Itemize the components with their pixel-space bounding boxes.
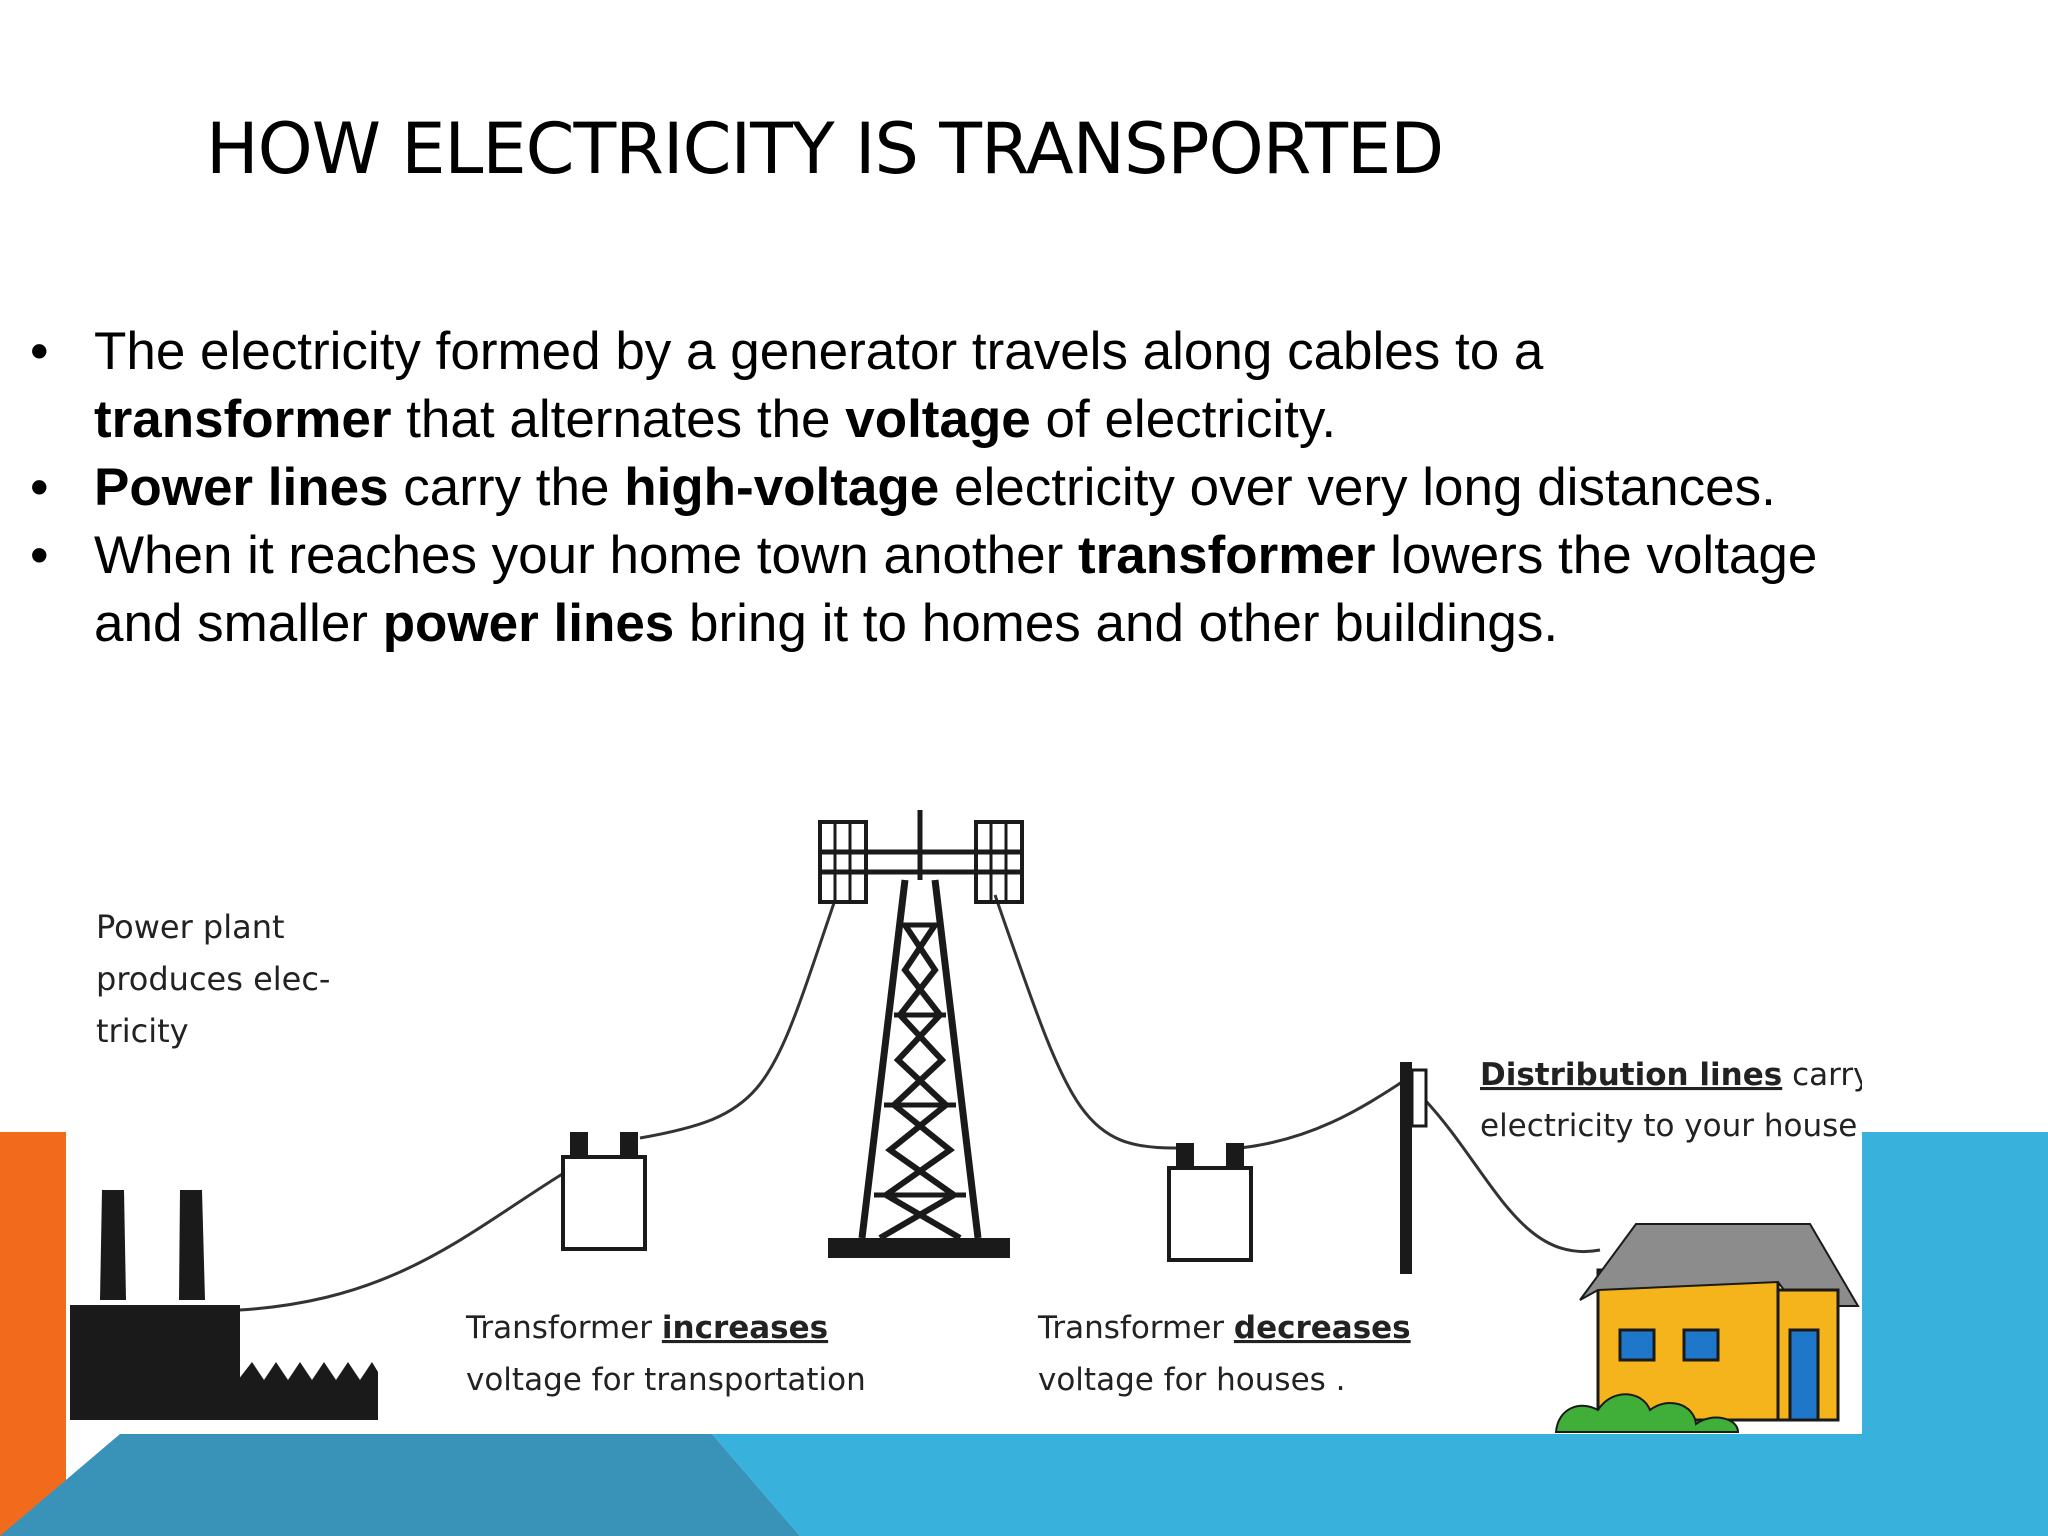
bullet-item: • Power lines carry the high-voltage elec… [30, 454, 1850, 522]
bullet-keyword: Power lines [94, 458, 389, 517]
bullet-text: The electricity formed by a generator tr… [94, 322, 1544, 381]
window [1682, 1328, 1720, 1362]
step-down-transformer-icon [1167, 1143, 1253, 1262]
bullet-marker: • [30, 322, 49, 381]
dark-blue-floor-band [0, 1434, 800, 1536]
step-down-label-emphasis: decreases [1234, 1310, 1411, 1346]
bullet-text: lowers the voltage and smaller [94, 526, 1818, 653]
distribution-label-suffix: carry [1782, 1057, 1862, 1093]
step-down-label-prefix: Transformer [1037, 1310, 1234, 1346]
power-plant-label-line-3: tricity [96, 1012, 189, 1050]
blue-floor-band [712, 1434, 1862, 1536]
bullet-keyword: transformer [94, 390, 392, 449]
step-up-label-emphasis: increases [662, 1310, 828, 1346]
bullet-item: •When it reaches your home town another … [30, 522, 1850, 658]
bullet-keyword: transformer [1077, 526, 1376, 585]
distribution-label-line-1: Distribution lines carry [1480, 1057, 1862, 1093]
step-up-transformer-icon [561, 1132, 647, 1251]
house-icon [1554, 1223, 1860, 1433]
bullet-keyword: voltage [845, 390, 1031, 449]
step-up-label-line-2: voltage for transportation [466, 1362, 866, 1398]
electricity-transport-diagram: Power plant produces elec- tricity Trans… [66, 800, 1862, 1434]
door [1788, 1328, 1820, 1422]
bullet-text: When it reaches your home town another [94, 526, 1078, 585]
bullet-text: of electricity. [1030, 390, 1337, 449]
power-plant-label-line-2: produces elec- [96, 960, 330, 998]
orange-accent-band [0, 1132, 66, 1536]
transmission-tower-icon [818, 810, 1024, 1258]
bullet-list: • The electricity formed by a generator t… [30, 318, 1850, 658]
step-up-label-line-1: Transformer increases [465, 1310, 828, 1346]
bush-icon [1554, 1393, 1740, 1433]
power-plant-icon [70, 1190, 378, 1420]
bullet-text: electricity over very long distances. [939, 458, 1776, 517]
bullet-item: • The electricity formed by a generator t… [30, 318, 1850, 454]
distribution-label-line-2: electricity to your house [1480, 1108, 1857, 1144]
slide-title: HOW ELECTRICITY IS TRANSPORTED [206, 108, 1444, 190]
step-up-label-prefix: Transformer [465, 1310, 662, 1346]
step-down-label-line-1: Transformer decreases [1037, 1310, 1411, 1346]
bullet-marker: • [30, 458, 49, 517]
bullet-keyword: power lines [382, 594, 675, 653]
power-lines [239, 894, 1601, 1312]
bullet-marker: • [30, 526, 49, 585]
power-plant-label-line-1: Power plant [96, 908, 285, 946]
bullet-text: that alternates the [391, 390, 846, 449]
distribution-label-emphasis: Distribution lines [1480, 1057, 1782, 1093]
step-down-label-line-2: voltage for houses . [1038, 1362, 1346, 1398]
blue-accent-band [1862, 1132, 2048, 1536]
bullet-text: carry the [388, 458, 625, 517]
utility-pole-icon [1400, 1062, 1428, 1274]
window [1618, 1328, 1656, 1362]
bullet-keyword: high-voltage [624, 458, 940, 517]
bullet-text: bring it to homes and other buildings. [674, 594, 1559, 653]
